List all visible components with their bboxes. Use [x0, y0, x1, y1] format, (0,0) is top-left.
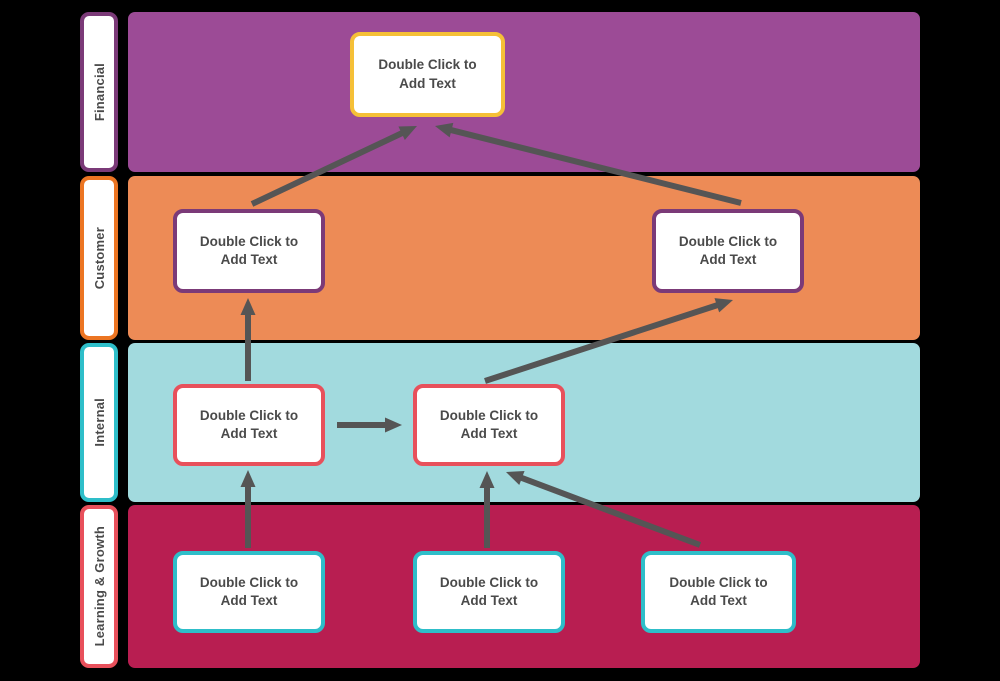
- node-customer-1[interactable]: Double Click to Add Text: [173, 209, 325, 293]
- node-learning-3[interactable]: Double Click to Add Text: [641, 551, 796, 633]
- lane-label-text: Customer: [91, 226, 107, 290]
- node-learning-1[interactable]: Double Click to Add Text: [173, 551, 325, 633]
- node-label: Double Click to Add Text: [669, 574, 768, 608]
- node-internal-1[interactable]: Double Click to Add Text: [173, 384, 325, 466]
- node-label: Double Click to Add Text: [378, 57, 477, 91]
- lane-label-text: Financial: [91, 62, 107, 122]
- node-label: Double Click to Add Text: [199, 233, 299, 267]
- node-label: Double Click to Add Text: [199, 574, 299, 608]
- lane-label-text: Learning & Growth: [91, 526, 107, 647]
- node-label: Double Click to Add Text: [439, 407, 539, 441]
- node-internal-2[interactable]: Double Click to Add Text: [413, 384, 565, 466]
- node-financial-1[interactable]: Double Click to Add Text: [350, 32, 505, 117]
- lane-label-learning-growth[interactable]: Learning & Growth: [80, 505, 118, 668]
- lane-band-financial: [128, 12, 920, 172]
- node-label: Double Click to Add Text: [678, 233, 778, 267]
- node-learning-2[interactable]: Double Click to Add Text: [413, 551, 565, 633]
- node-label: Double Click to Add Text: [199, 407, 299, 441]
- lane-label-financial[interactable]: Financial: [80, 12, 118, 172]
- lane-label-text: Internal: [91, 398, 107, 447]
- node-label: Double Click to Add Text: [439, 574, 539, 608]
- lane-label-internal[interactable]: Internal: [80, 343, 118, 502]
- lane-label-customer[interactable]: Customer: [80, 176, 118, 340]
- node-customer-2[interactable]: Double Click to Add Text: [652, 209, 804, 293]
